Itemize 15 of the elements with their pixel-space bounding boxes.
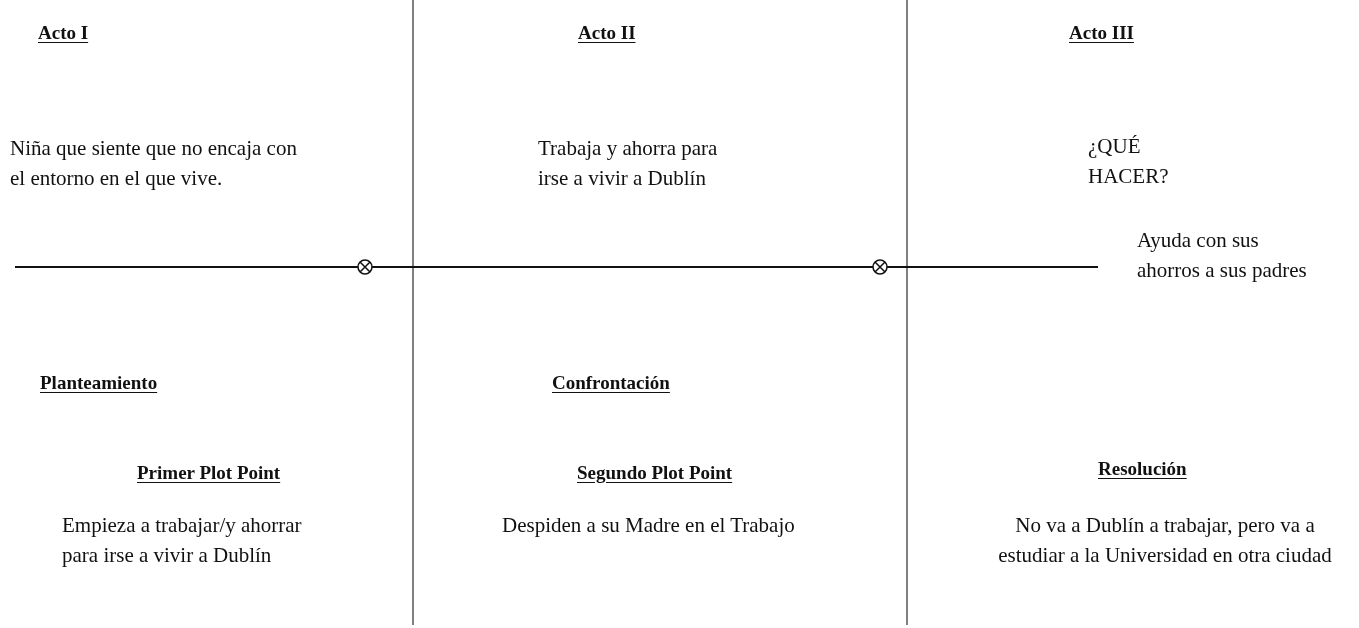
section-heading: Acto I [38, 22, 89, 44]
description-text: No va a Dublín a trabajar, pero va a estudiar a la Universidad en otra ciudad [997, 512, 1333, 569]
section-heading: Primer Plot Point [137, 462, 281, 484]
section-heading: Acto II [578, 22, 636, 44]
description-text: Empieza a trabajar/y ahorrar para irse a vivir a Dublín [62, 512, 303, 569]
section-heading: Confrontación [552, 372, 670, 394]
section-heading: Planteamiento [40, 372, 158, 394]
section-heading: Resolución [1098, 458, 1187, 480]
description-text: Niña que siente que no encaja con el entorno en el que vive. [10, 135, 298, 192]
description-text: Despiden a su Madre en el Trabajo [502, 512, 796, 539]
description-text: Trabaja y ahorra para irse a vivir a Dublín [538, 135, 719, 192]
section-heading: Segundo Plot Point [577, 462, 733, 484]
description-text: ¿QUÉ HACER? [1088, 133, 1170, 190]
section-heading: Acto III [1069, 22, 1134, 44]
description-text: Ayuda con sus ahorros a sus padres [1137, 227, 1308, 284]
